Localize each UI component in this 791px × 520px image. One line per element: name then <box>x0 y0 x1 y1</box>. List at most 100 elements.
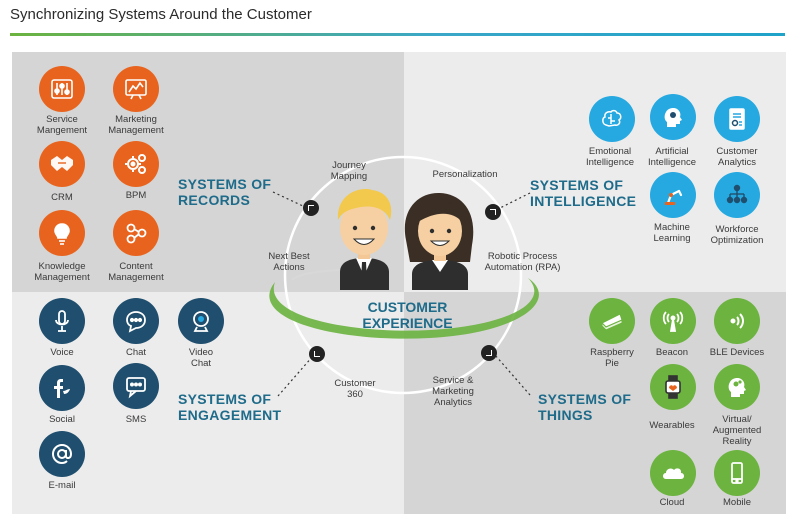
wearables-label: Wearables <box>627 420 717 431</box>
virtual-augmented-reality-label: Virtual/ Augmented Reality <box>692 414 782 447</box>
lightbulb-icon <box>39 210 85 256</box>
corner-marker-bl <box>309 346 325 362</box>
man-figure-icon <box>337 189 392 290</box>
label-line: Video <box>188 347 214 358</box>
ble-icon <box>714 298 760 344</box>
ble-devices-label: BLE Devices <box>692 347 782 358</box>
label-line: BPM <box>125 190 147 201</box>
label-line: Wearables <box>649 420 695 431</box>
crm-handshake-icon <box>39 141 85 187</box>
bpm-gears-icon <box>113 141 159 187</box>
beacon-icon <box>650 298 696 344</box>
customer-experience-label: CUSTOMER EXPERIENCE <box>325 299 490 331</box>
customer-analytics-label: Customer Analytics <box>692 146 782 168</box>
label-line: Mangement <box>36 125 88 136</box>
label-line: Reality <box>722 436 752 447</box>
robot-arm-icon <box>650 172 696 218</box>
personalization-label: Personalization <box>420 169 510 180</box>
mobile-phone-icon <box>714 450 760 496</box>
caption-line: Automation (RPA) <box>484 262 561 273</box>
systems-of-things-heading: SYSTEMS OF THINGS <box>538 391 631 423</box>
service-management-label: Service Mangement <box>17 114 107 136</box>
caption-line: Marketing <box>432 386 474 397</box>
heading-line: SYSTEMS OF <box>530 177 624 193</box>
label-line: Knowledge <box>38 261 86 272</box>
content-management-label: Content Management <box>91 261 181 283</box>
workforce-optimization-label: Workforce Optimization <box>692 224 782 246</box>
chat-label: Chat <box>91 347 181 358</box>
label-line: Management <box>34 272 90 283</box>
ai-head-icon <box>650 94 696 140</box>
heading-line: INTELLIGENCE <box>530 193 637 209</box>
mobile-label: Mobile <box>692 497 782 508</box>
center-line-1: CUSTOMER <box>367 299 448 315</box>
label-line: E-mail <box>48 480 76 491</box>
label-line: Marketing <box>115 114 157 125</box>
page-title: Synchronizing Systems Around the Custome… <box>10 6 312 23</box>
caption-line: 360 <box>347 389 363 400</box>
label-line: Cloud <box>659 497 685 508</box>
corner-marker-tr <box>485 204 501 220</box>
label-line: Raspberry <box>590 347 634 358</box>
caption-line: Journey <box>332 160 366 171</box>
caption-line: Service & <box>432 375 474 386</box>
beacon-label: Beacon <box>627 347 717 358</box>
corner-marker-br <box>481 345 497 361</box>
microphone-icon <box>39 298 85 344</box>
caption-line: Mapping <box>330 171 368 182</box>
smartwatch-icon <box>650 364 696 410</box>
heading-line: SYSTEMS OF <box>178 391 272 407</box>
brain-icon <box>589 96 635 142</box>
label-line: Emotional <box>588 146 632 157</box>
heading-line: ENGAGEMENT <box>178 407 282 423</box>
heading-line: SYSTEMS OF <box>538 391 632 407</box>
heading-line: THINGS <box>538 407 593 423</box>
cloud-icon <box>650 450 696 496</box>
label-line: Chat <box>125 347 147 358</box>
systems-of-records-heading: SYSTEMS OF RECORDS <box>178 176 271 208</box>
raspberry-pie-label: Raspberry Pie <box>567 347 657 369</box>
email-label: E-mail <box>17 480 107 491</box>
analytics-doc-icon <box>714 96 760 142</box>
sms-icon <box>113 363 159 409</box>
heading-line: RECORDS <box>178 192 251 208</box>
rpa-label: Robotic Process Automation (RPA) <box>475 251 570 273</box>
crm-label: CRM <box>17 192 107 203</box>
label-line: SMS <box>125 414 147 425</box>
caption-line: Actions <box>273 262 305 273</box>
customer-360-label: Customer 360 <box>320 378 390 400</box>
webcam-icon <box>178 298 224 344</box>
emotional-intelligence-label: Emotional Intelligence <box>565 146 655 168</box>
at-sign-icon <box>39 431 85 477</box>
label-line: CRM <box>51 192 73 203</box>
label-line: Mobile <box>723 497 751 508</box>
corner-marker-tl <box>303 200 319 216</box>
next-best-actions-label: Next Best Actions <box>254 251 324 273</box>
social-icon <box>39 365 85 411</box>
marketing-management-label: Marketing Management <box>91 114 181 136</box>
caption-line: Analytics <box>433 397 472 408</box>
label-line: Content <box>119 261 153 272</box>
pie-slice-icon <box>589 298 635 344</box>
caption-line: Robotic Process <box>487 251 558 262</box>
label-line: Chat <box>190 358 212 369</box>
video-chat-label: Video Chat <box>156 347 246 369</box>
label-line: Social <box>49 414 75 425</box>
label-line: Artificial <box>655 146 689 157</box>
cloud-label: Cloud <box>627 497 717 508</box>
label-line: Workforce <box>715 224 759 235</box>
marketing-management-icon <box>113 66 159 112</box>
center-line-2: EXPERIENCE <box>362 315 453 331</box>
title-underline <box>10 33 785 36</box>
knowledge-management-label: Knowledge Management <box>17 261 107 283</box>
machine-learning-label: Machine Learning <box>627 222 717 244</box>
label-line: Customer <box>716 146 758 157</box>
heading-line: SYSTEMS OF <box>178 176 272 192</box>
label-line: Augmented <box>712 425 762 436</box>
chat-bubble-icon <box>113 298 159 344</box>
service-management-icon <box>39 66 85 112</box>
label-line: Voice <box>50 347 74 358</box>
label-line: Intelligence <box>585 157 635 168</box>
label-line: Pie <box>605 358 619 369</box>
label-line: Beacon <box>655 347 689 358</box>
